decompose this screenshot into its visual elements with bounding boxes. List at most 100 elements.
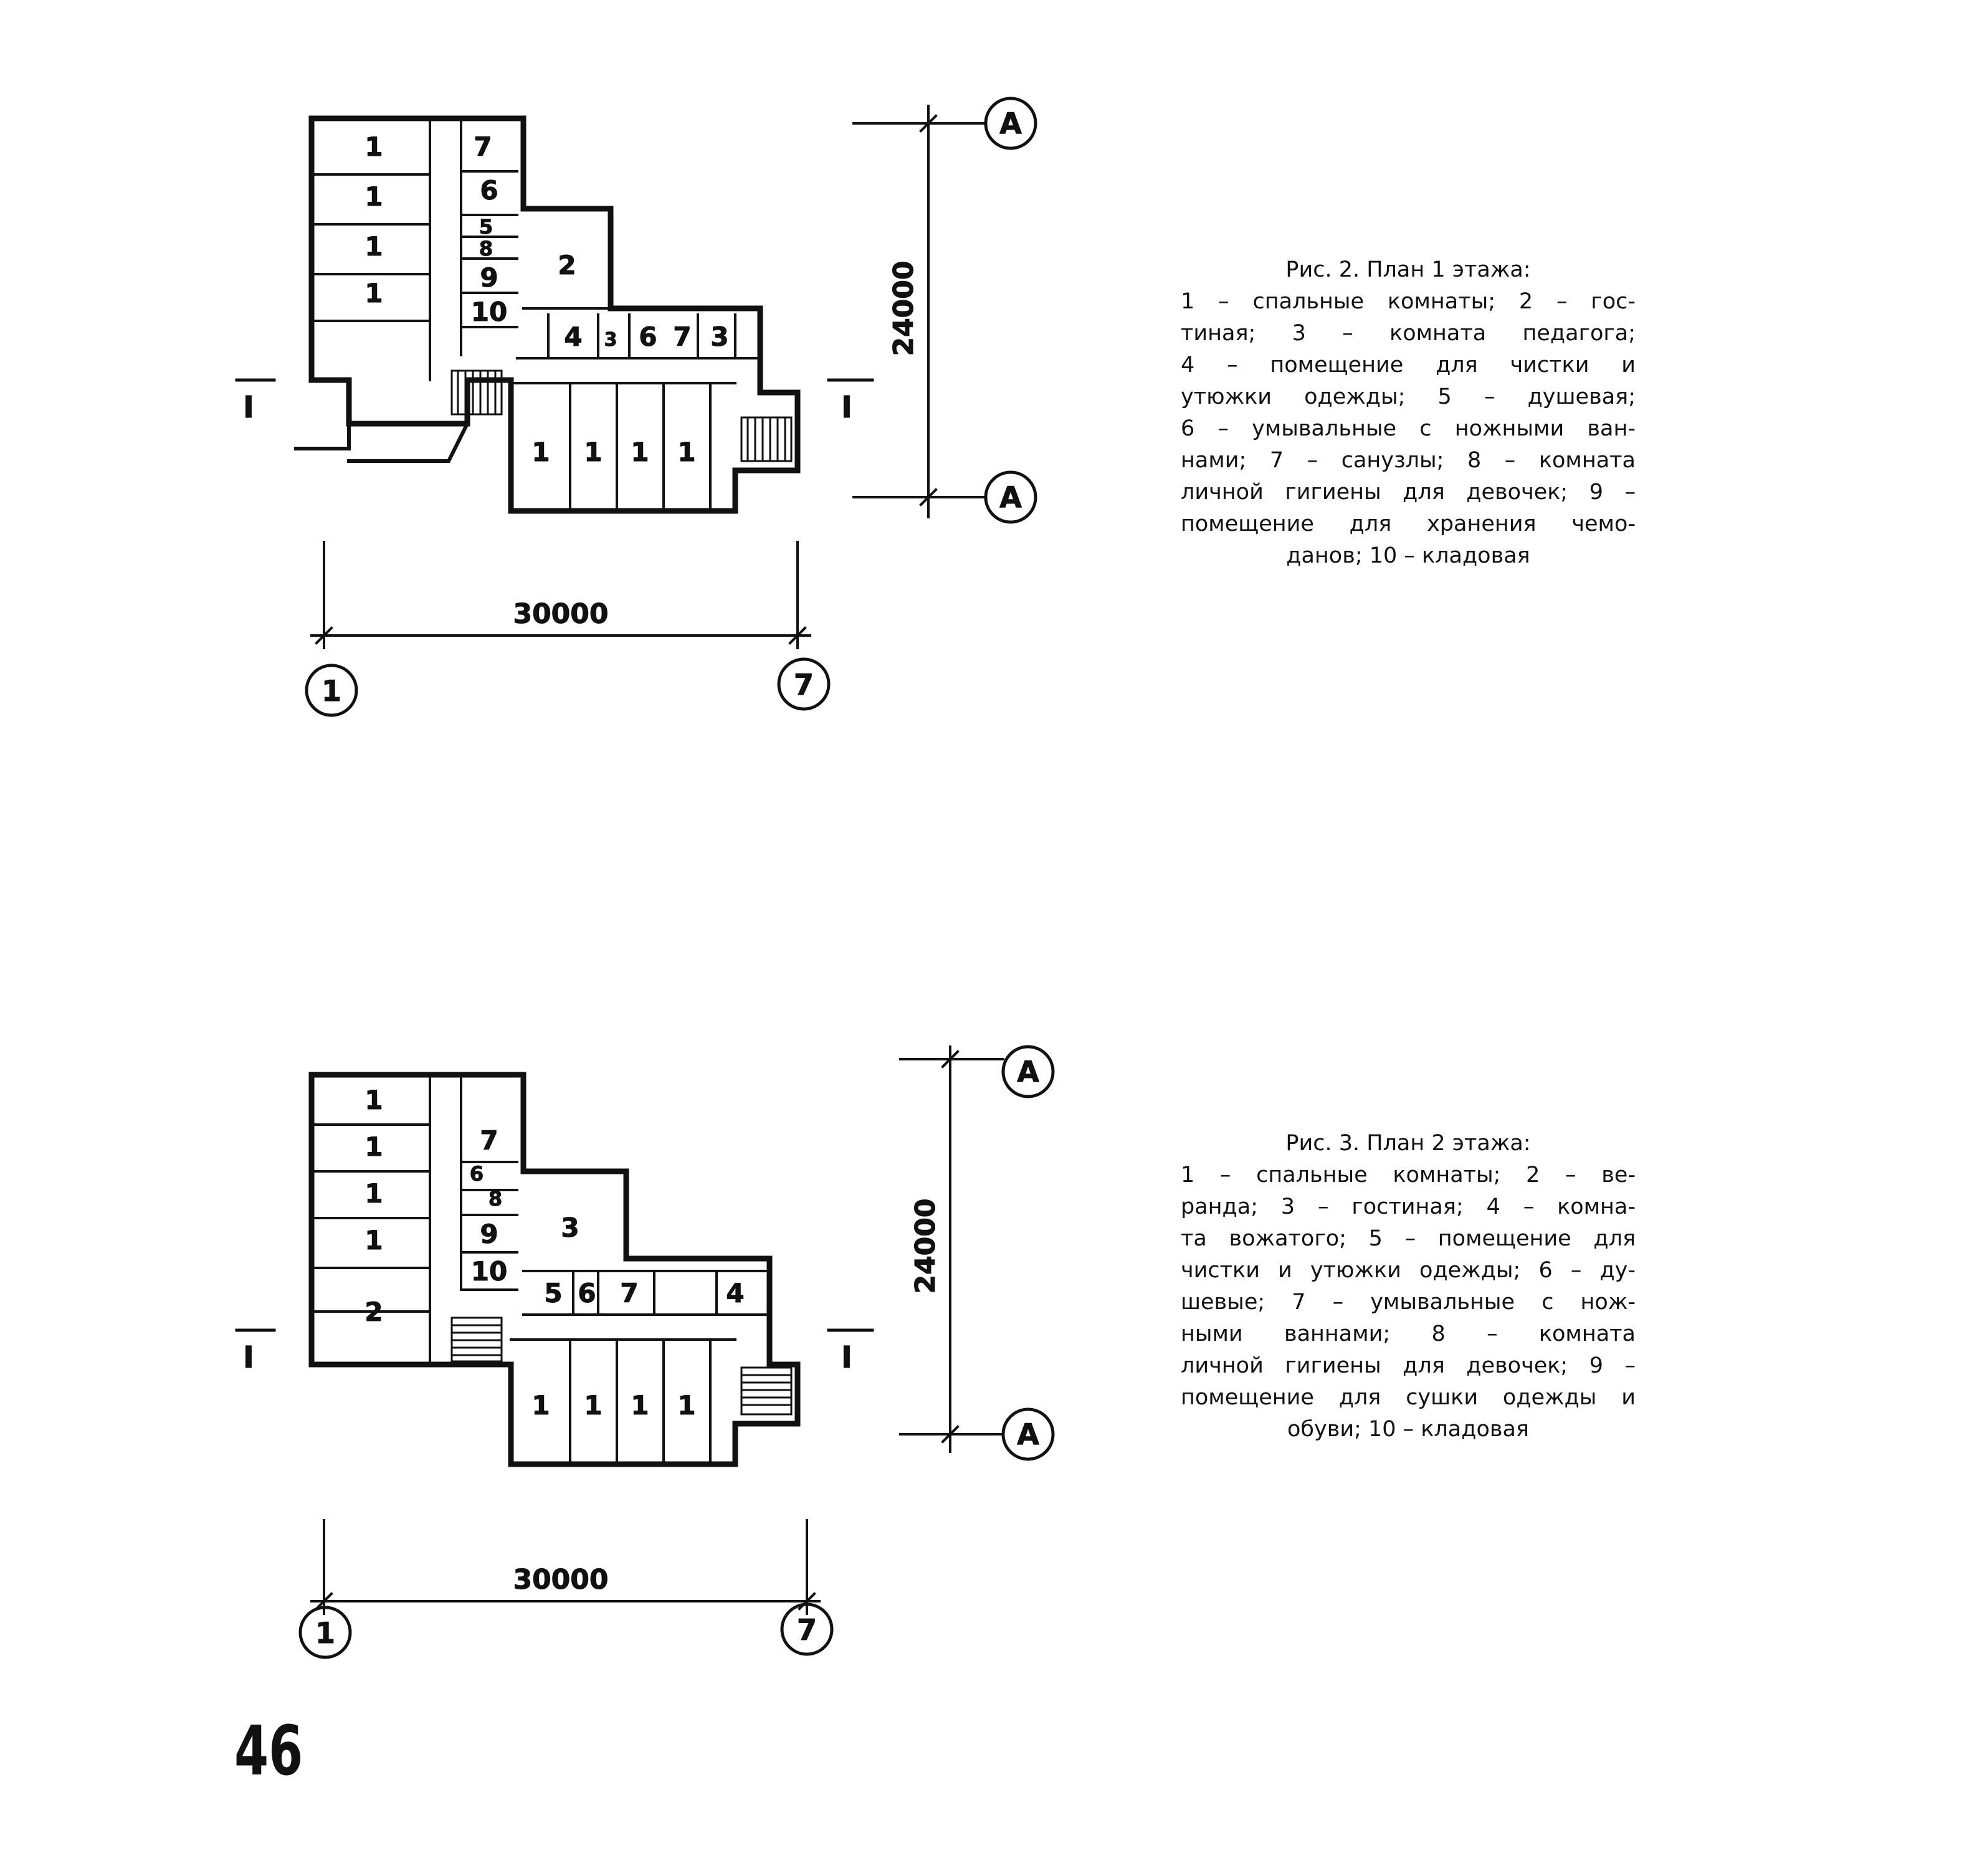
room-label: 1 xyxy=(365,131,383,162)
dimension-horizontal xyxy=(310,1519,821,1615)
room-label: 1 xyxy=(531,1390,550,1421)
staircase-right xyxy=(740,1366,793,1416)
axis-label-top: А xyxy=(1017,1055,1039,1088)
room-label: 6 xyxy=(470,1162,484,1186)
axis-label-bottom: А xyxy=(999,480,1022,514)
caption-line: данов; 10 – кладовая xyxy=(1286,543,1530,568)
caption-line: 6 – умывальные с ножными ван- xyxy=(1181,416,1636,441)
room-label: 1 xyxy=(584,1390,602,1421)
dimension-horizontal-value: 30000 xyxy=(513,1564,608,1596)
room-label: 1 xyxy=(365,1085,383,1115)
room-label: 8 xyxy=(479,237,493,260)
staircase-left xyxy=(450,369,503,416)
axis-label-top: А xyxy=(999,107,1022,140)
inner-walls xyxy=(310,1074,771,1465)
caption-line: обуви; 10 – кладовая xyxy=(1287,1417,1529,1442)
caption-line: ранда; 3 – гостиная; 4 – комна- xyxy=(1181,1194,1636,1219)
room-label: 9 xyxy=(480,262,498,293)
caption-line: ными ваннами; 8 – комната xyxy=(1181,1321,1636,1346)
room-label: 4 xyxy=(564,321,582,352)
caption-line: личной гигиены для девочек; 9 – xyxy=(1181,1353,1636,1378)
caption-line: утюжки одежды; 5 – душевая; xyxy=(1181,384,1636,409)
room-label: 3 xyxy=(561,1212,579,1243)
room-label: 3 xyxy=(604,329,617,351)
room-label: 1 xyxy=(677,437,695,467)
dimension-vertical-value: 24000 xyxy=(910,1198,941,1293)
section-label-left: I xyxy=(243,390,254,425)
room-label: 8 xyxy=(488,1187,502,1211)
caption-line: 4 – помещение для чистки и xyxy=(1181,353,1636,378)
caption-line: та вожатого; 5 – помещение для xyxy=(1181,1226,1636,1251)
dimension-horizontal-value: 30000 xyxy=(513,598,608,630)
room-label: 1 xyxy=(365,181,383,212)
room-label: 7 xyxy=(474,131,492,162)
room-label: 7 xyxy=(673,321,691,352)
room-label: 5 xyxy=(544,1278,562,1308)
caption-title: Рис. 3. План 2 этажа: xyxy=(1285,1131,1531,1156)
room-label: 1 xyxy=(584,437,602,467)
caption-line: нами; 7 – санузлы; 8 – комната xyxy=(1181,448,1636,473)
room-label: 1 xyxy=(677,1390,695,1421)
caption-line: помещение для хранения чемо- xyxy=(1181,512,1636,536)
dimension-horizontal xyxy=(310,541,811,649)
room-label: 3 xyxy=(710,321,728,352)
page-number: 46 xyxy=(234,1711,303,1791)
dimension-vertical-value: 24000 xyxy=(888,260,920,356)
room-label: 10 xyxy=(471,297,507,327)
room-label: 6 xyxy=(578,1278,596,1308)
room-label: 5 xyxy=(479,215,493,239)
room-label: 1 xyxy=(365,278,383,308)
floor-plan-1-drawing: I I 1 1 1 1 7 6 5 8 9 10 2 4 3 6 7 3 1 1… xyxy=(235,97,1037,717)
floor-plan-1: I I 1 1 1 1 7 6 5 8 9 10 2 4 3 6 7 3 1 1… xyxy=(224,93,1072,729)
caption-line: чистки и утюжки одежды; 6 – ду- xyxy=(1181,1258,1636,1283)
dimension-vertical xyxy=(899,1045,1004,1453)
caption-line: тиная; 3 – комната педагога; xyxy=(1181,321,1636,346)
room-label: 2 xyxy=(558,250,576,280)
caption-line: шевые; 7 – умывальные с нож- xyxy=(1181,1290,1636,1315)
room-label: 1 xyxy=(531,437,550,467)
room-labels: 1 1 1 1 7 6 5 8 9 10 2 4 3 6 7 3 1 1 1 1 xyxy=(365,131,729,468)
room-label: 1 xyxy=(631,1390,649,1421)
room-label: 7 xyxy=(480,1125,498,1156)
room-label: 7 xyxy=(620,1278,638,1308)
axis-markers-vertical xyxy=(1001,1045,1055,1461)
room-label: 1 xyxy=(365,1131,383,1162)
outer-walls xyxy=(308,1072,801,1467)
room-label: 4 xyxy=(726,1278,744,1308)
room-label: 10 xyxy=(471,1256,507,1287)
room-label: 1 xyxy=(365,1178,383,1209)
room-labels: 1 1 1 1 7 6 8 9 10 3 2 5 6 7 4 1 1 1 1 xyxy=(365,1085,745,1421)
entrance-porch xyxy=(294,421,470,463)
caption-line: 1 – спальные комнаты; 2 – ве- xyxy=(1181,1163,1636,1188)
caption-line: личной гигиены для девочек; 9 – xyxy=(1181,480,1636,505)
room-label: 1 xyxy=(365,231,383,262)
inner-walls xyxy=(310,117,761,512)
axis-markers-vertical xyxy=(984,97,1037,524)
axis-label-left: 1 xyxy=(322,674,341,708)
caption-title: Рис. 2. План 1 этажа: xyxy=(1285,257,1531,282)
room-label: 6 xyxy=(480,175,498,206)
outer-walls xyxy=(308,115,801,514)
caption-line: помещение для сушки одежды и xyxy=(1181,1385,1636,1410)
room-label: 1 xyxy=(631,437,649,467)
caption-line: 1 – спальные комнаты; 2 – гос- xyxy=(1181,289,1636,314)
floor-plan-2-drawing: I I 1 1 1 1 7 6 8 9 10 3 2 5 6 7 4 1 1 1… xyxy=(235,1045,1055,1659)
axis-label-bottom: А xyxy=(1017,1417,1039,1451)
floor-plan-2: I I 1 1 1 1 7 6 8 9 10 3 2 5 6 7 4 1 1 1… xyxy=(224,1045,1072,1682)
room-label: 1 xyxy=(365,1225,383,1255)
staircase-left xyxy=(450,1317,503,1363)
dimension-vertical xyxy=(852,105,986,518)
axis-markers-horizontal xyxy=(305,657,831,717)
figure-3-caption: Рис. 3. План 2 этажа: 1 – спальные комна… xyxy=(1181,1128,1636,1445)
axis-markers-horizontal xyxy=(298,1602,834,1659)
axis-label-right: 7 xyxy=(797,1613,817,1647)
room-label: 2 xyxy=(365,1297,383,1327)
axis-label-right: 7 xyxy=(794,668,814,702)
figure-2-caption: Рис. 2. План 1 этажа: 1 – спальные комна… xyxy=(1181,254,1636,572)
section-label-right: I xyxy=(841,390,852,425)
staircase-right xyxy=(740,416,793,462)
section-label-right: I xyxy=(841,1340,852,1375)
section-label-left: I xyxy=(243,1340,254,1375)
axis-label-left: 1 xyxy=(315,1616,335,1650)
room-label: 6 xyxy=(639,321,657,352)
